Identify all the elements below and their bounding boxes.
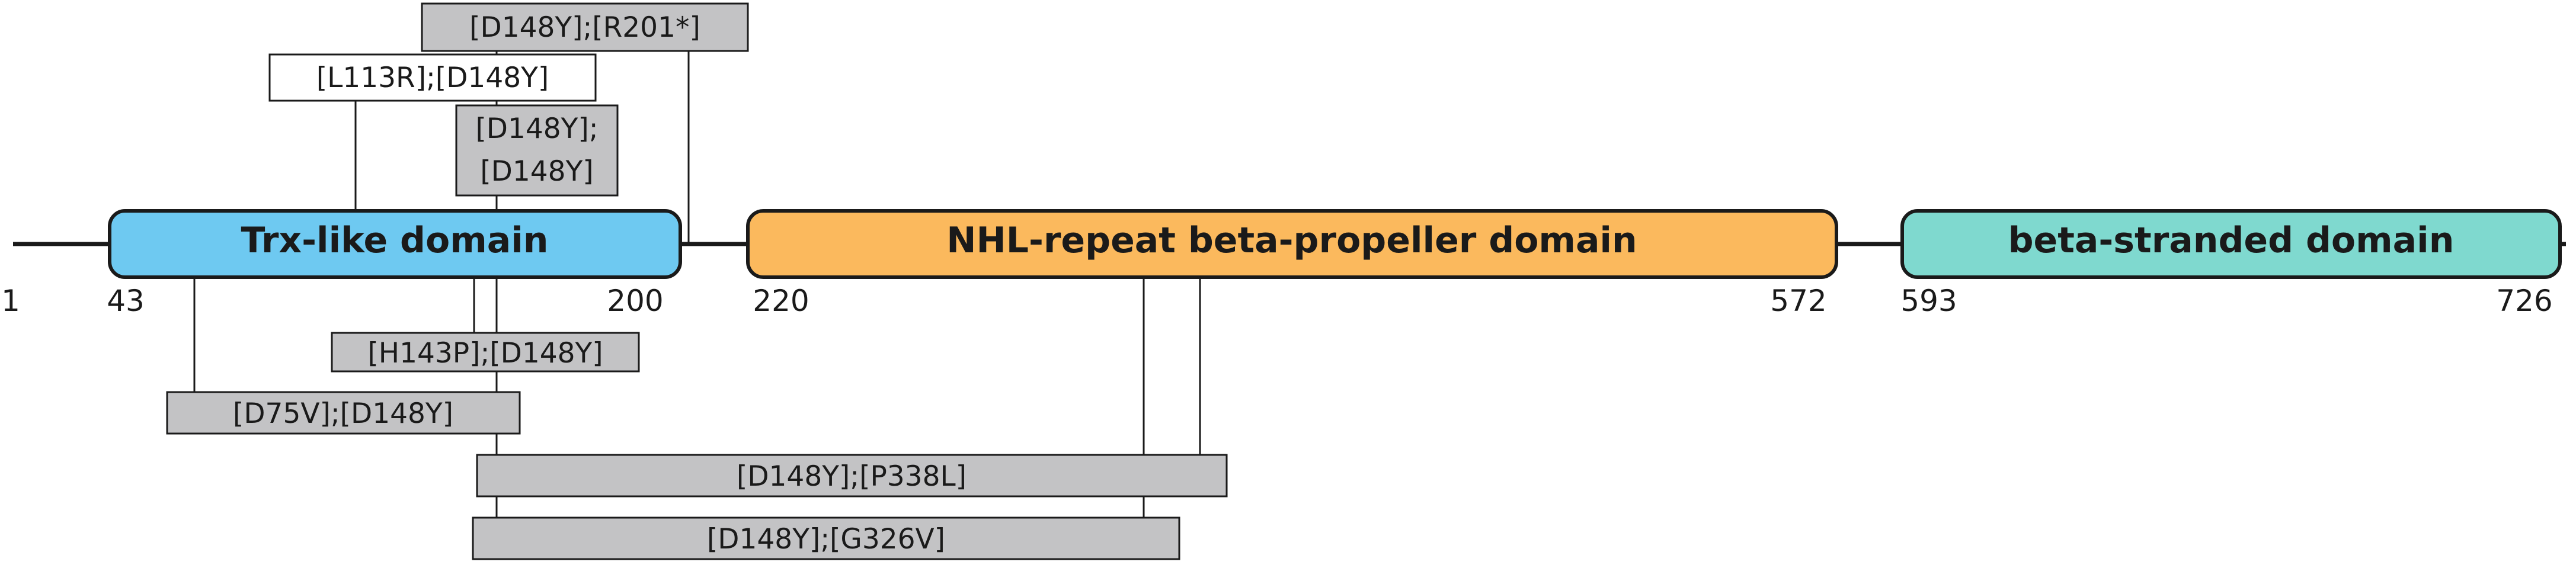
nhl-repeat-domain-label: NHL-repeat beta-propeller domain — [946, 220, 1637, 261]
position-label: 572 — [1770, 284, 1826, 318]
variant-box — [268, 53, 597, 102]
variant-label: [D148Y]; — [475, 113, 598, 145]
position-label: 200 — [607, 284, 663, 318]
position-label: 726 — [2496, 284, 2552, 318]
position-label: 1 — [1, 284, 20, 318]
trx-like-domain-label: Trx-like domain — [241, 220, 549, 261]
position-label: 43 — [107, 284, 145, 318]
variant-box — [166, 391, 521, 435]
variant-label: [D148Y] — [480, 155, 593, 188]
beta-stranded-domain-box — [1900, 209, 2562, 279]
beta-stranded-domain-label: beta-stranded domain — [2008, 220, 2455, 261]
variant-label: [D148Y];[P338L] — [737, 460, 967, 493]
position-label: 220 — [753, 284, 809, 318]
variant-label: [D148Y];[R201*] — [469, 11, 700, 44]
variant-label: [D148Y];[G326V] — [707, 523, 945, 556]
variant-box — [331, 332, 640, 373]
variant-box — [455, 104, 619, 197]
variant-box — [421, 2, 749, 52]
variant-box — [476, 454, 1228, 498]
variant-box — [472, 516, 1180, 560]
variant-label: [H143P];[D148Y] — [367, 337, 603, 370]
position-label: 593 — [1900, 284, 1957, 318]
nhl-repeat-domain-box — [746, 209, 1838, 279]
variant-label: [D75V];[D148Y] — [233, 397, 453, 430]
variant-label: [L113R];[D148Y] — [316, 62, 549, 94]
trx-like-domain-box — [108, 209, 682, 279]
